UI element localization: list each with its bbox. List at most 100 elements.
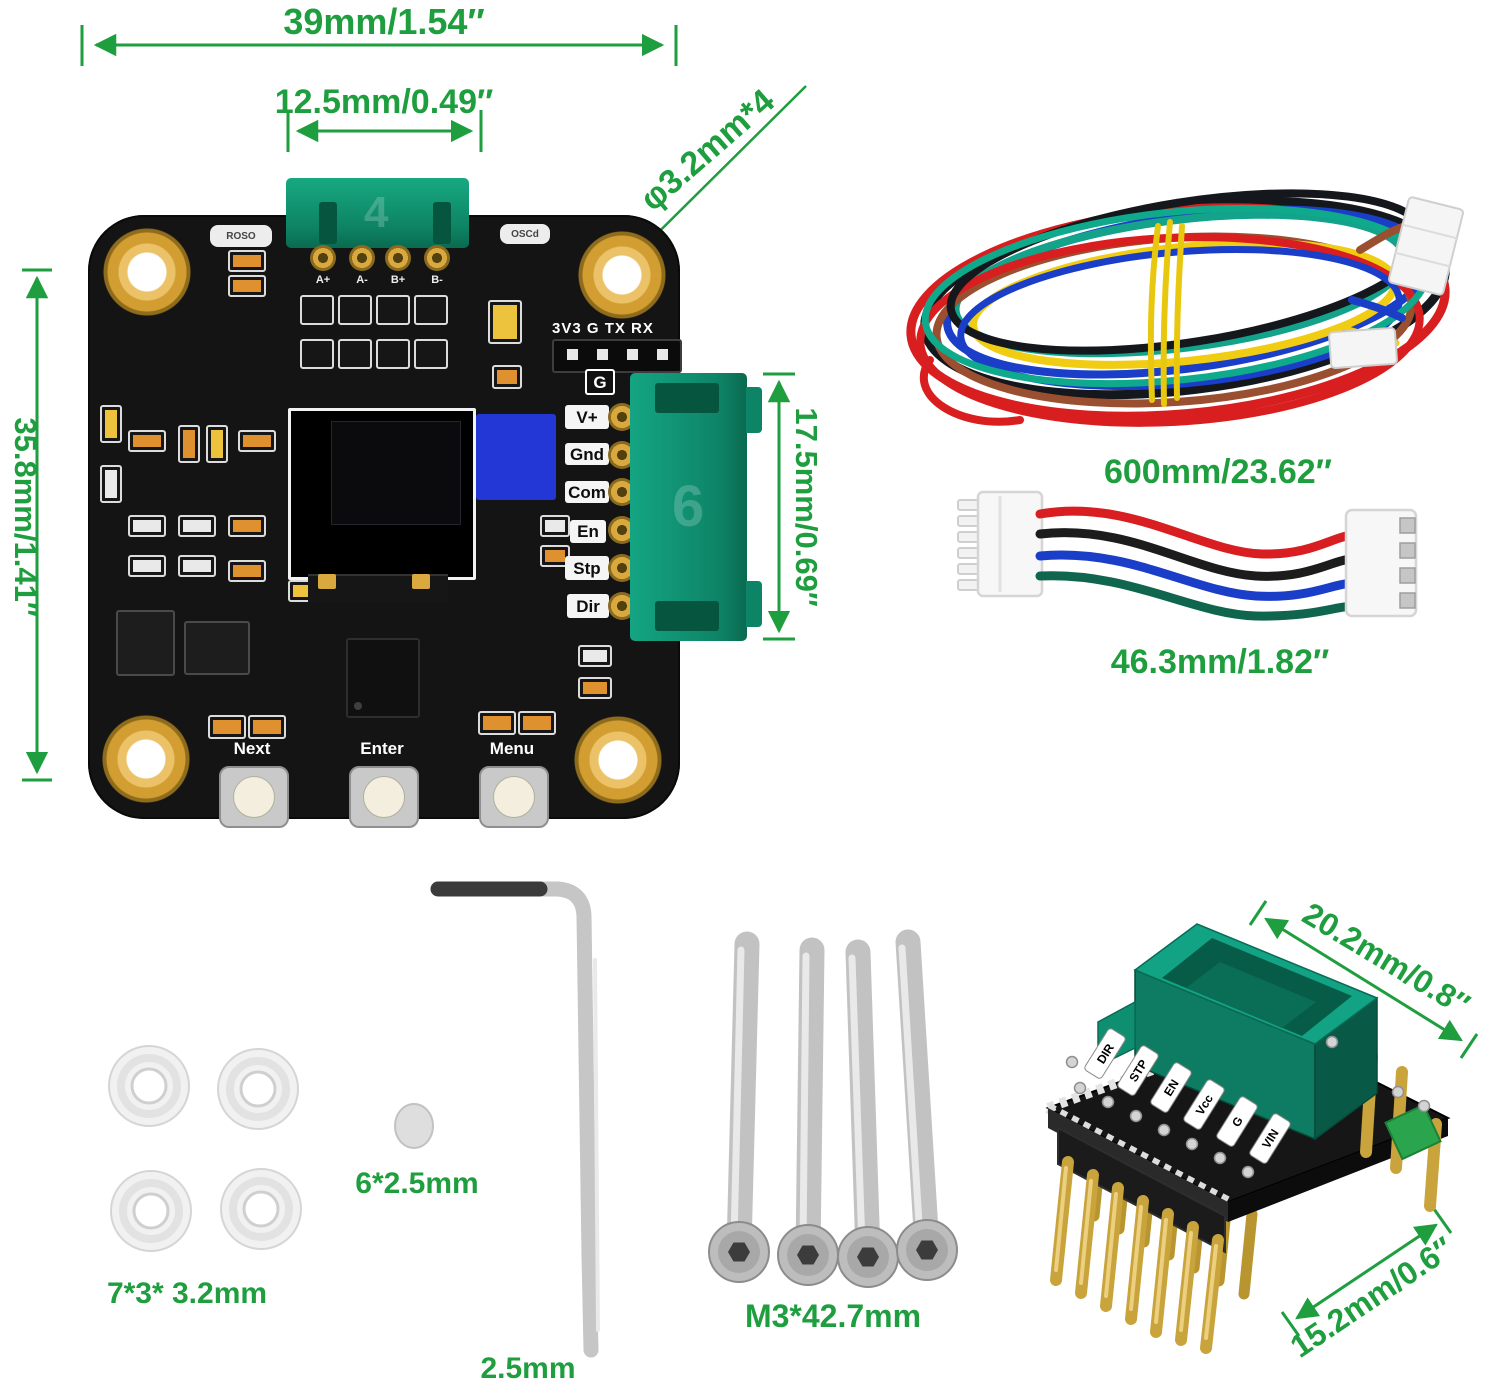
smd-component bbox=[178, 555, 216, 577]
connector-slot bbox=[655, 601, 719, 631]
smd-component bbox=[208, 715, 246, 739]
signal-pin-label: En bbox=[570, 520, 606, 543]
dim-side-connector-height: 17.5mm/0.69″ bbox=[789, 407, 825, 607]
motor-pin bbox=[310, 245, 336, 271]
dim-board-width: 39mm/1.54″ bbox=[283, 1, 485, 42]
smd-component bbox=[228, 250, 266, 272]
connector-slot bbox=[433, 202, 451, 244]
button-label: Enter bbox=[360, 739, 404, 758]
smd-component bbox=[128, 515, 166, 537]
cable-connector-top bbox=[1388, 196, 1464, 296]
oled-screen bbox=[331, 421, 461, 525]
next-button bbox=[219, 766, 289, 828]
dim-top-connector-width: 12.5mm/0.49″ bbox=[274, 83, 494, 121]
signal-connector: 6 bbox=[630, 373, 762, 641]
smd-component bbox=[300, 295, 334, 325]
dim-screws: M3*42.7mm bbox=[744, 1298, 922, 1334]
serial-pins-label: 3V3 G TX RX bbox=[552, 320, 654, 337]
long-cable-bundle bbox=[906, 189, 1464, 427]
signal-pin-label: Stp bbox=[565, 556, 609, 580]
trimmer-potentiometer bbox=[476, 414, 556, 500]
smd-component bbox=[178, 425, 200, 463]
serial-header bbox=[552, 339, 682, 373]
smd-component bbox=[338, 295, 372, 325]
smd-component bbox=[338, 339, 372, 369]
motor-pin bbox=[385, 245, 411, 271]
button-label: Next bbox=[233, 739, 271, 758]
dim-washers: 7*3* 3.2mm bbox=[106, 1277, 268, 1310]
smd-component bbox=[540, 545, 570, 567]
smd-component bbox=[128, 555, 166, 577]
oscillator-component: ROSO bbox=[210, 225, 272, 247]
flex-clip bbox=[412, 574, 430, 589]
motor-connector: 4 bbox=[286, 178, 469, 248]
oscillator-label: OSCd bbox=[511, 228, 539, 240]
flex-clip bbox=[318, 574, 336, 589]
signal-pin-label: V+ bbox=[565, 405, 609, 429]
smd-component bbox=[414, 295, 448, 325]
washers bbox=[108, 1045, 434, 1252]
screw-heads bbox=[708, 1219, 958, 1288]
driver-pcb: ROSO OSCd 4 A+ A- B+ B- bbox=[88, 178, 762, 828]
signal-pin-label: G bbox=[585, 369, 615, 395]
smd-component bbox=[100, 465, 122, 503]
cable-connector-bottom bbox=[1328, 327, 1398, 369]
mounting-hole-bottom-right bbox=[574, 716, 662, 804]
connector-slot bbox=[655, 383, 719, 413]
motor-pin-label: B+ bbox=[390, 274, 406, 286]
smd-component bbox=[238, 430, 276, 452]
smd-component bbox=[376, 339, 410, 369]
motor-pin bbox=[424, 245, 450, 271]
smd-component bbox=[492, 365, 522, 389]
smd-component bbox=[178, 515, 216, 537]
oled-display bbox=[288, 408, 476, 580]
motor-pin-label: A- bbox=[356, 274, 368, 286]
dim-hex-key: 2.5mm bbox=[480, 1352, 576, 1385]
motor-pin-label: B- bbox=[431, 274, 443, 286]
dim-board-height: 35.8mm/1.41″ bbox=[8, 417, 44, 617]
smd-component bbox=[228, 560, 266, 582]
menu-button bbox=[479, 766, 549, 828]
button-label: Menu bbox=[489, 739, 535, 758]
signal-pin-label: Gnd bbox=[565, 443, 609, 465]
smd-component bbox=[100, 405, 122, 443]
oscillator-component: OSCd bbox=[500, 224, 550, 244]
short-cable-right-connector bbox=[1344, 508, 1418, 618]
mounting-hole-bottom-left bbox=[102, 715, 190, 803]
smd-component bbox=[518, 711, 556, 735]
connector-marking: 4 bbox=[364, 188, 389, 237]
ic-chip bbox=[184, 621, 250, 675]
smd-component bbox=[578, 677, 612, 699]
motor-pin-label: A+ bbox=[315, 274, 331, 286]
signal-pin-label: Com bbox=[565, 481, 609, 503]
smd-component bbox=[376, 295, 410, 325]
screws bbox=[708, 929, 958, 1288]
mounting-hole-top-right bbox=[578, 231, 666, 319]
smd-component bbox=[478, 711, 516, 735]
smd-component bbox=[128, 430, 166, 452]
mounting-hole-top-left bbox=[103, 228, 191, 316]
connector-slot bbox=[319, 202, 337, 244]
smd-component bbox=[228, 275, 266, 297]
connector-tab bbox=[746, 387, 762, 433]
dim-long-cable: 600mm/23.62″ bbox=[1103, 453, 1332, 491]
connector-tab bbox=[746, 581, 762, 627]
smd-component bbox=[488, 300, 522, 344]
smd-component bbox=[248, 715, 286, 739]
ic-chip bbox=[116, 610, 175, 676]
oscillator-label: ROSO bbox=[226, 230, 256, 242]
motor-pin bbox=[349, 245, 375, 271]
smd-component bbox=[578, 645, 612, 667]
smd-component bbox=[300, 339, 334, 369]
short-cable bbox=[957, 490, 1418, 621]
enter-button bbox=[349, 766, 419, 828]
dim-short-cable: 46.3mm/1.82″ bbox=[1110, 643, 1330, 681]
smd-component bbox=[228, 515, 266, 537]
hex-key bbox=[430, 881, 600, 1358]
connector-marking: 6 bbox=[672, 474, 705, 539]
mcu-chip bbox=[346, 638, 420, 718]
smd-component bbox=[414, 339, 448, 369]
signal-pin-label: Dir bbox=[567, 594, 609, 618]
short-cable-left-connector bbox=[976, 490, 1044, 598]
